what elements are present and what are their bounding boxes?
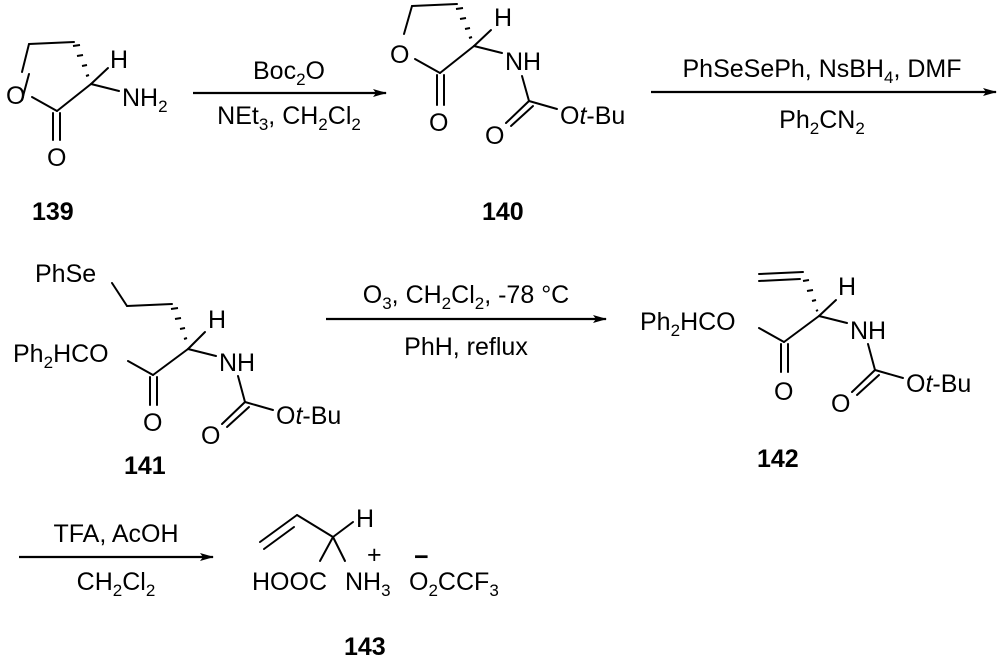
bond [851,369,876,393]
bond [411,3,458,7]
bond [21,73,30,101]
hashed-wedge [72,44,90,77]
bond [244,401,274,411]
bond [783,315,820,343]
amine-group: NH2 [122,84,168,116]
bond [521,75,530,102]
reaction-arrow-2: PhSeSePh, NsBH4, DMF Ph2CN2 [651,55,997,138]
bond [758,271,804,275]
otbu-group: Ot-Bu [276,402,341,430]
reaction-arrow-1: Boc2O NEt3, CH2Cl2 [193,57,387,134]
bond [818,299,837,317]
bond [439,45,475,74]
atom-boc-oxygen: O [201,422,220,450]
compound-label-140: 140 [482,198,524,226]
bond [90,83,120,92]
bond [528,100,558,110]
compound-label-142: 142 [757,445,799,473]
atom-carbonyl-oxygen: O [47,144,66,172]
ester-group: Ph2HCO [640,308,736,340]
bond [226,406,250,428]
bond [259,514,298,543]
reaction-arrow-3: O3, CH2Cl2, -78 °C PhH, reflux [326,281,607,361]
atom-hydrogen: H [110,46,128,74]
bond [867,343,876,371]
bond [56,83,92,112]
ammonium-group: NH3 [345,568,391,600]
bond [505,100,530,124]
bond [237,375,246,403]
compound-143: H HOOC NH3 + − O2CCF3 143 [252,505,499,661]
reagents-above-4: TFA, AcOH [53,520,178,548]
atom-carbonyl-oxygen: O [774,378,793,406]
bond [152,348,189,376]
nh-group: NH [850,317,886,345]
compound-label-143: 143 [344,633,386,661]
atom-carbonyl-oxygen: O [429,109,448,137]
nh-group: NH [219,349,255,377]
bond [473,29,492,47]
reagents-above-3: O3, CH2Cl2, -78 °C [363,281,570,313]
bond [332,521,354,538]
bond [221,401,246,425]
reaction-arrow-4: TFA, AcOH CH2Cl2 [19,520,214,600]
bond [21,43,30,73]
bond [90,67,109,85]
atom-hydrogen: H [494,4,512,32]
bond [296,514,334,538]
compound-label-139: 139 [32,198,74,226]
bond [332,536,346,562]
hashed-wedge [170,307,188,340]
compound-142: Ph2HCO O H NH O Ot-Bu 142 [640,271,971,473]
reagents-above-2: PhSeSePh, NsBH4, DMF [682,55,961,87]
otbu-group: Ot-Bu [560,102,625,130]
atom-carbonyl-oxygen: O [143,409,162,437]
trifluoroacetate-anion: O2CCF3 [409,568,499,600]
bond [126,303,173,307]
bond [187,348,217,357]
reagents-below-1: NEt3, CH2Cl2 [217,102,361,134]
hashed-wedge [455,7,473,39]
bond [510,105,534,127]
reagents-above-1: Boc2O [253,57,325,89]
bond [758,327,785,343]
bond [111,282,128,307]
positive-charge: + [367,541,382,569]
bond [758,278,801,282]
bond [319,536,334,562]
atom-boc-oxygen: O [831,390,850,418]
carboxylic-acid-group: HOOC [252,568,327,596]
compound-label-141: 141 [124,452,166,480]
nh-group: NH [505,48,541,76]
bond [28,41,75,45]
atom-ring-oxygen: O [6,82,25,110]
phse-group: PhSe [35,260,96,288]
bond [414,58,441,74]
hashed-wedge [802,279,819,312]
bond [127,360,154,376]
reagents-below-2: Ph2CN2 [779,106,865,138]
atom-hydrogen: H [356,505,374,533]
atom-boc-oxygen: O [485,122,504,150]
reagents-below-4: CH2Cl2 [77,568,156,600]
negative-charge: − [414,543,429,571]
reagents-below-3: PhH, reflux [404,333,528,361]
bond [874,369,904,379]
bond [31,96,58,112]
compound-141: PhSe Ph2HCO O H NH O Ot-Bu 141 [13,260,341,480]
atom-hydrogen: H [208,306,226,334]
bond [473,45,503,54]
compound-139: O O H NH2 139 [6,41,168,226]
bond [263,526,295,550]
compound-140: O O H NH O Ot-Bu 140 [390,3,625,226]
ester-group: Ph2HCO [13,340,109,372]
atom-hydrogen: H [838,273,856,301]
bond [187,331,206,350]
bond [818,315,848,324]
bond [403,5,413,35]
otbu-group: Ot-Bu [906,370,971,398]
bond [856,374,880,396]
atom-ring-oxygen: O [390,41,409,69]
